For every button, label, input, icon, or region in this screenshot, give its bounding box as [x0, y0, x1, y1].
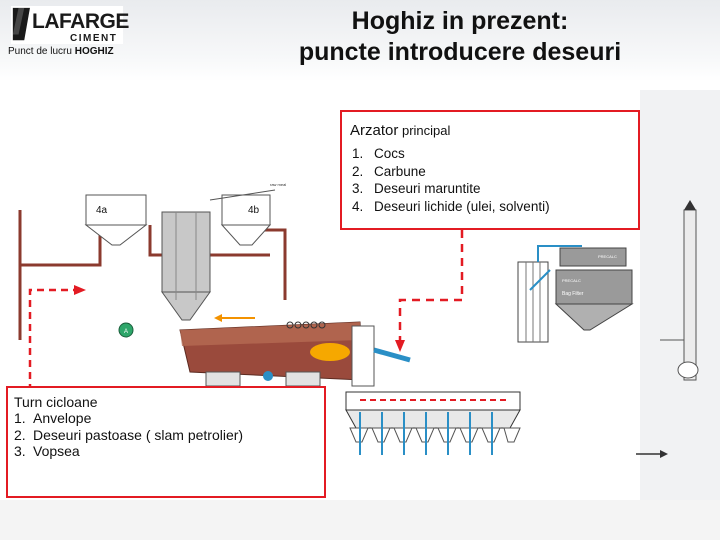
bag-filter-label-4: Bag Filter — [562, 291, 584, 297]
list-item-number: 2. — [14, 426, 26, 443]
rotary-kiln — [179, 321, 363, 387]
feed-arrow-head-icon — [214, 314, 222, 322]
cyclone-4b: 4b — [220, 194, 272, 246]
title-line-2: puncte introducere deseuri — [298, 38, 622, 66]
main-burner-link-arrow-icon — [395, 340, 405, 352]
stack — [683, 209, 697, 381]
list-item-text: Carbune — [374, 163, 426, 179]
kiln-rings — [286, 321, 326, 329]
header: LAFARGE CIMENT Punct de lucru HOGHIZ Hog… — [0, 0, 720, 82]
main-burner-heading: Arzator principal — [350, 122, 450, 139]
list-item-text: Vopsea — [33, 443, 80, 459]
burner-pipe — [373, 347, 411, 363]
worksite-label: Punct de lucru HOGHIZ — [8, 46, 114, 57]
raw-meal-label: raw meal — [270, 182, 286, 187]
stack-fan-icon — [677, 361, 699, 379]
worksite-prefix: Punct de lucru — [8, 46, 75, 57]
kiln-drive-icon — [263, 371, 273, 381]
company-logo: LAFARGE CIMENT — [8, 6, 129, 70]
logo-text: LAFARGE — [32, 10, 129, 33]
page-title: Hoghiz in prezent: puncte introducere de… — [220, 6, 700, 68]
cyclone-link-dashed — [28, 288, 80, 386]
cyclone-tower-item: 2. Deseuri pastoase ( slam petrolier) — [14, 427, 243, 444]
list-item-text: Anvelope — [33, 410, 92, 426]
filter-exhaust-duct — [537, 245, 582, 262]
cyclone-tower-box: Turn cicloane 1. Anvelope 2. Deseuri pasto… — [6, 386, 326, 498]
main-burner-box: Arzator principal 1. Cocs 2. Carbune 3. Des… — [340, 110, 640, 230]
clinker-out-arrow-icon — [660, 450, 668, 458]
cyclone-tower-item: 3. Vopsea — [14, 443, 243, 460]
list-item-number: 2. — [352, 163, 364, 179]
bag-filter-lower: PRECALC Bag Filter — [554, 269, 634, 331]
fan-label: A — [124, 329, 128, 335]
cooler-hoppers — [349, 427, 521, 443]
cyclone-link-arrow-icon — [74, 285, 86, 295]
fan-icon — [118, 322, 134, 338]
cyclone-4a: 4a — [84, 194, 148, 246]
cyclone-4a-label: 4a — [96, 205, 108, 216]
worksite-name: HOGHIZ — [74, 46, 114, 57]
bag-filter-label-3: PRECALC — [562, 278, 581, 283]
bag-filter-label-1: PRECALC — [598, 254, 617, 259]
calciner — [161, 211, 211, 321]
logo-mark-icon — [10, 6, 124, 44]
list-item-number: 4. — [352, 198, 364, 214]
cyclone-tower-item: 1. Anvelope — [14, 410, 243, 427]
main-burner-item: 4. Deseuri lichide (ulei, solventi) — [352, 198, 550, 216]
cyclone-tower-heading: Turn cicloane — [14, 394, 98, 410]
main-burner-heading-word: Arzator — [350, 122, 399, 139]
logo-subtext: CIMENT — [70, 33, 118, 44]
cooler-gas-line — [529, 269, 551, 291]
clinker-cooler — [345, 391, 521, 429]
cyclone-tower-list: 1. Anvelope 2. Deseuri pastoase ( slam pet… — [14, 410, 243, 460]
main-burner-item: 1. Cocs — [352, 145, 550, 163]
list-item-text: Cocs — [374, 146, 405, 161]
list-item-number: 3. — [14, 443, 26, 459]
main-burner-item: 2. Carbune — [352, 163, 550, 181]
list-item-number: 1. — [14, 410, 26, 426]
cooler-air-arrows — [359, 412, 493, 455]
list-item-text: Deseuri maruntite — [374, 181, 481, 196]
list-item-number: 3. — [352, 181, 364, 196]
main-burner-item: 3. Deseuri maruntite — [352, 180, 550, 198]
kiln-hood — [351, 325, 375, 387]
cyclone-4b-label: 4b — [248, 205, 260, 216]
stack-arrow-icon — [684, 200, 696, 210]
burner-flame-icon — [310, 343, 350, 361]
heat-exchanger — [517, 261, 549, 343]
main-burner-link-dashed — [398, 230, 464, 345]
main-burner-heading-small: principal — [398, 123, 451, 138]
raw-meal-line — [209, 189, 276, 201]
title-line-1: Hoghiz in prezent: — [351, 7, 569, 35]
list-item-text: Deseuri lichide (ulei, solventi) — [374, 198, 550, 214]
list-item-text: Deseuri pastoase ( slam petrolier) — [33, 426, 244, 443]
main-burner-list: 1. Cocs 2. Carbune 3. Deseuri maruntite 4. D… — [352, 145, 550, 215]
list-item-number: 1. — [352, 146, 364, 161]
